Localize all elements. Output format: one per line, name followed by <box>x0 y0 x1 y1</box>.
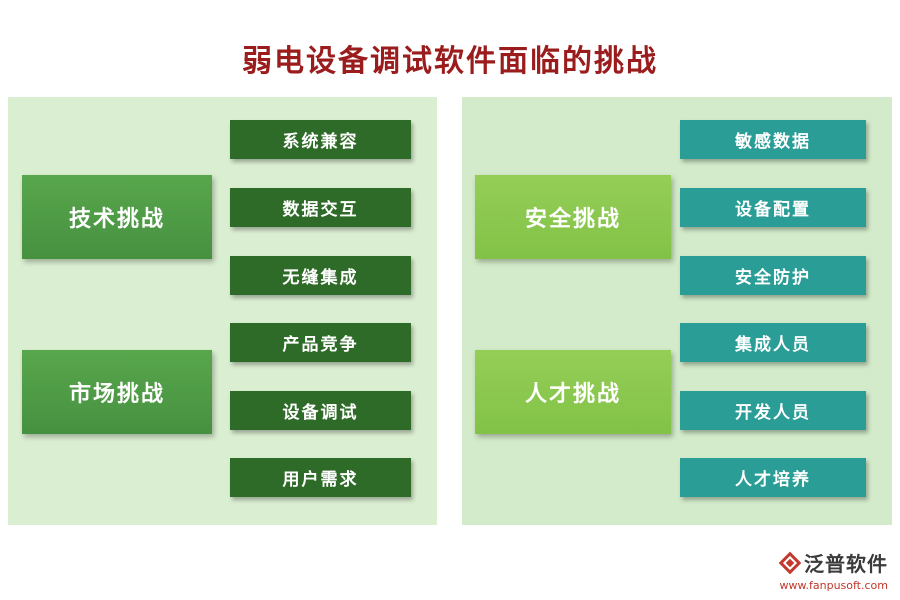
item-seamless-integration: 无缝集成 <box>230 256 411 295</box>
page-title: 弱电设备调试软件面临的挑战 <box>242 44 658 79</box>
item-data-interaction: 数据交互 <box>230 188 411 227</box>
brand-url: www.fanpusoft.com <box>779 579 888 592</box>
item-security-protection: 安全防护 <box>680 256 866 295</box>
item-talent-cultivation: 人才培养 <box>680 458 866 497</box>
brand-footer: 泛普软件 www.fanpusoft.com <box>778 548 888 592</box>
left-panel: 技术挑战 市场挑战 系统兼容 数据交互 无缝集成 产品竞争 设备调试 用户需求 <box>8 97 437 525</box>
item-product-competition: 产品竞争 <box>230 323 411 362</box>
brand-name: 泛普软件 <box>804 552 888 576</box>
category-technical-challenge: 技术挑战 <box>22 175 212 259</box>
item-sensitive-data: 敏感数据 <box>680 120 866 159</box>
item-equipment-debugging: 设备调试 <box>230 391 411 430</box>
item-device-configuration: 设备配置 <box>680 188 866 227</box>
category-security-challenge: 安全挑战 <box>475 175 671 259</box>
item-development-personnel: 开发人员 <box>680 391 866 430</box>
category-talent-challenge: 人才挑战 <box>475 350 671 434</box>
item-integration-personnel: 集成人员 <box>680 323 866 362</box>
item-user-demand: 用户需求 <box>230 458 411 497</box>
category-market-challenge: 市场挑战 <box>22 350 212 434</box>
item-system-compatibility: 系统兼容 <box>230 120 411 159</box>
fanpu-logo-icon <box>778 551 802 574</box>
right-panel: 安全挑战 人才挑战 敏感数据 设备配置 安全防护 集成人员 开发人员 人才培养 <box>462 97 892 525</box>
